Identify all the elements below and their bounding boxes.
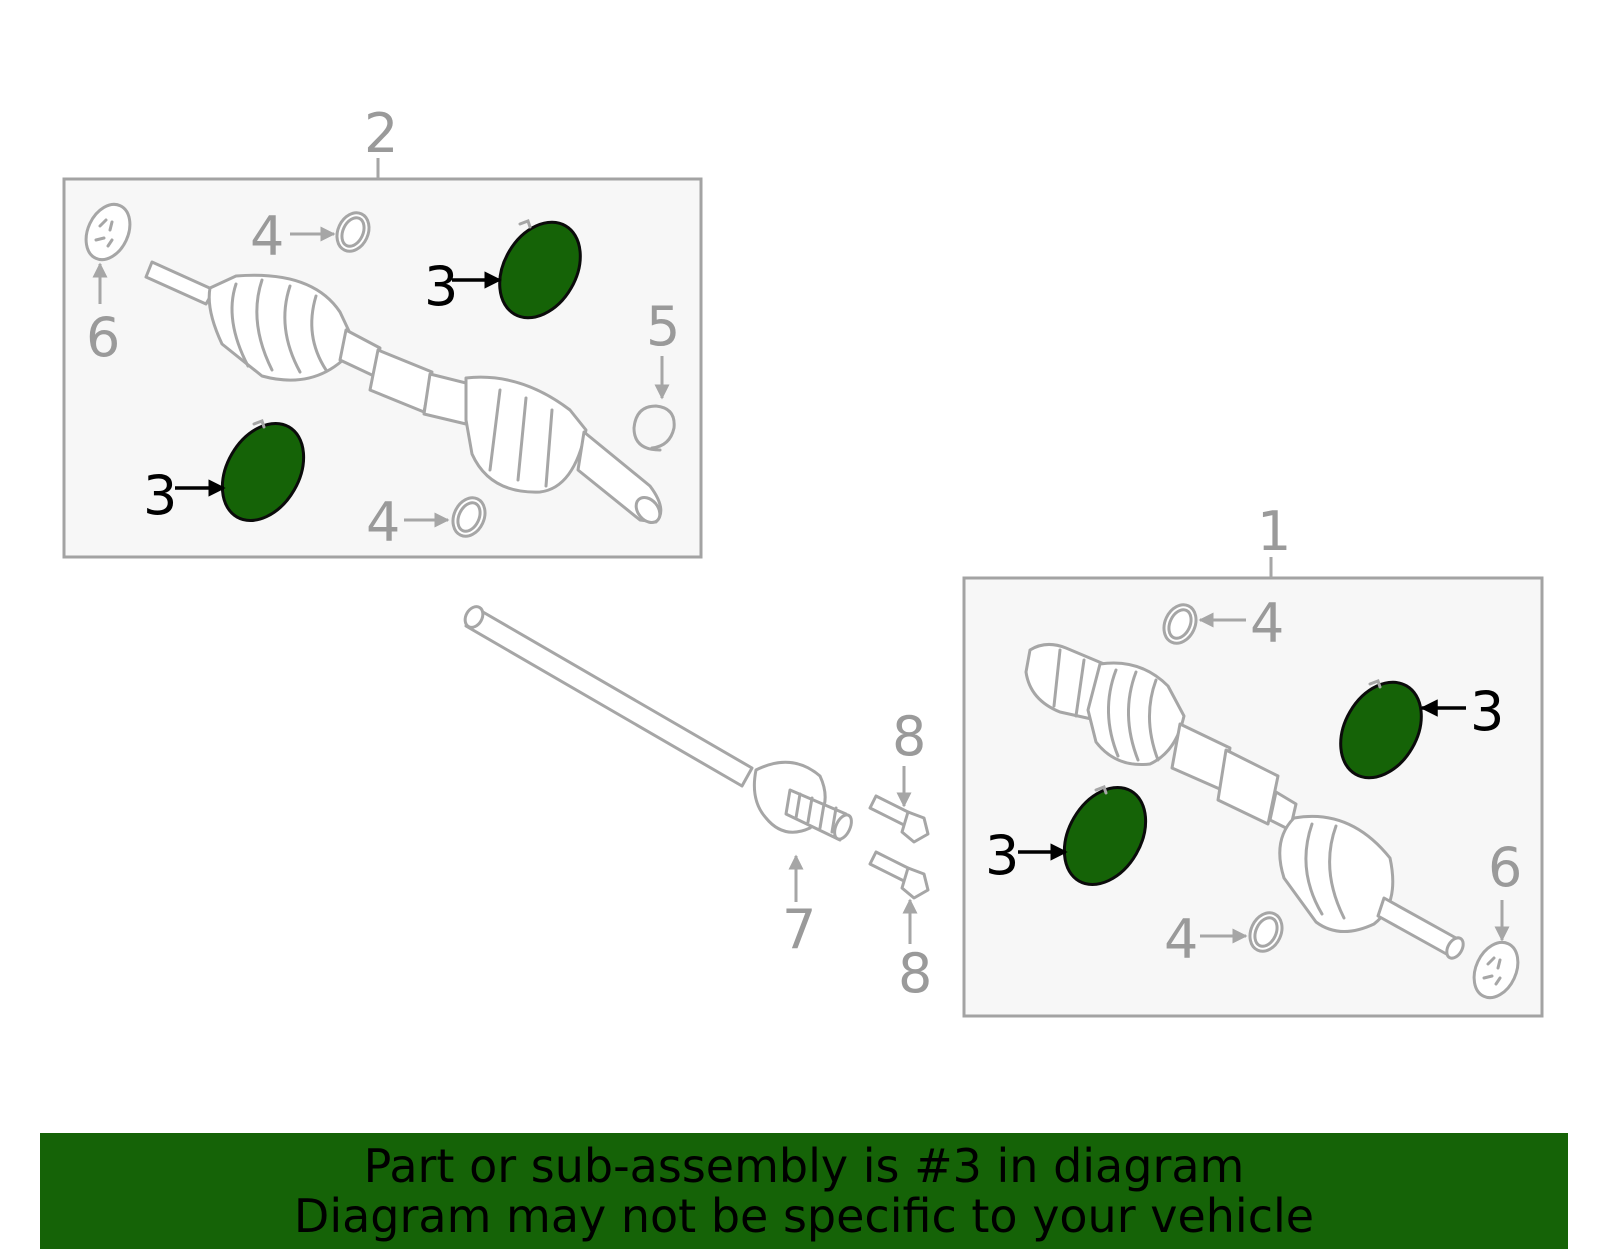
callout-3: 3 xyxy=(1470,680,1504,743)
callout-1: 1 xyxy=(1257,500,1291,563)
bolt-lower: 8 xyxy=(868,850,932,1005)
inner-cv-axle-right xyxy=(1024,643,1465,960)
callout-3: 3 xyxy=(424,255,458,318)
callout-6: 6 xyxy=(86,306,120,369)
callout-4: 4 xyxy=(250,205,284,268)
grease-cap-left: 6 xyxy=(84,202,132,369)
snap-ring: 5 xyxy=(632,295,680,452)
clamp-right-bottom: 4 xyxy=(1164,908,1284,971)
callout-4: 4 xyxy=(1164,908,1198,971)
callout-4: 4 xyxy=(1250,592,1284,655)
clamp-left-bottom: 4 xyxy=(366,491,487,554)
bolt-upper: 8 xyxy=(868,705,930,844)
outer-cv-axle-left xyxy=(144,260,663,525)
banner-line-disclaimer: Diagram may not be specific to your vehi… xyxy=(293,1189,1315,1243)
banner-line-part: Part or sub-assembly is #3 in diagram xyxy=(363,1139,1245,1193)
intermediate-shaft xyxy=(463,605,853,842)
clamp-left-top: 4 xyxy=(250,205,371,268)
boot-kit-left-bottom[interactable]: 3 xyxy=(143,409,320,535)
boot-kit-left-top[interactable]: 3 xyxy=(424,208,597,332)
seal-bracket: 7 xyxy=(782,854,816,961)
clamp-right-top: 4 xyxy=(1162,592,1284,655)
callout-8: 8 xyxy=(892,705,926,768)
grease-cap-right: 6 xyxy=(1472,836,1522,1000)
callout-5: 5 xyxy=(646,295,680,358)
callout-3: 3 xyxy=(143,464,177,527)
callout-8: 8 xyxy=(898,942,932,1005)
callout-2: 2 xyxy=(364,102,398,165)
info-banner: Part or sub-assembly is #3 in diagram Di… xyxy=(40,1133,1568,1249)
boot-kit-right-bottom[interactable]: 3 xyxy=(985,773,1162,899)
callout-7: 7 xyxy=(782,898,816,961)
callout-6: 6 xyxy=(1488,836,1522,899)
boot-kit-right-top[interactable]: 3 xyxy=(1324,668,1504,792)
callout-4: 4 xyxy=(366,491,400,554)
callout-3: 3 xyxy=(985,824,1019,887)
